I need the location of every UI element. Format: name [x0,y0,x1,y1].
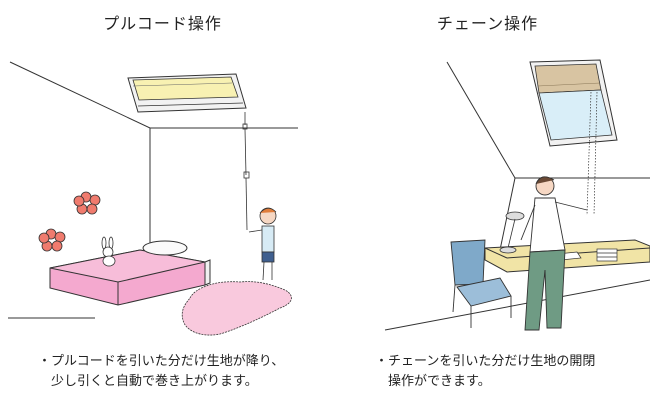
chain-illustration [384,59,650,331]
skylight-window [127,73,247,113]
flower-decoration [38,191,101,252]
pull-cord-caption-line2: 少し引くと自動で巻き上がります。 [51,374,258,389]
chain-caption-line1: ・チェーンを引いた分だけ生地の開閉 [375,354,596,369]
chain-panel: チェーン操作 [325,0,650,401]
pull-cord-illustration [8,61,298,336]
chain-title: チェーン操作 [436,14,539,33]
man-figure [520,176,588,331]
child-figure [248,207,277,281]
rug [181,281,292,336]
chair [450,239,512,328]
chain [586,91,598,216]
pull-cord-panel: プルコード操作 [8,14,298,392]
desk-lamp [499,211,525,254]
pull-cord-caption-line1: ・プルコードを引いた分だけ生地が降り、 [38,354,285,369]
chain-caption-line2: 操作ができます。 [388,374,491,389]
bed [49,240,211,306]
chain-caption: ・チェーンを引いた分だけ生地の開閉 操作ができます。 [375,352,595,392]
bunny-toy [101,236,116,267]
pull-cord-caption: ・プルコードを引いた分だけ生地が降り、 少し引くと自動で巻き上がります。 [38,352,284,392]
pull-cord-title: プルコード操作 [103,14,222,33]
skylight-window [529,59,618,147]
pull-cord [242,112,250,231]
